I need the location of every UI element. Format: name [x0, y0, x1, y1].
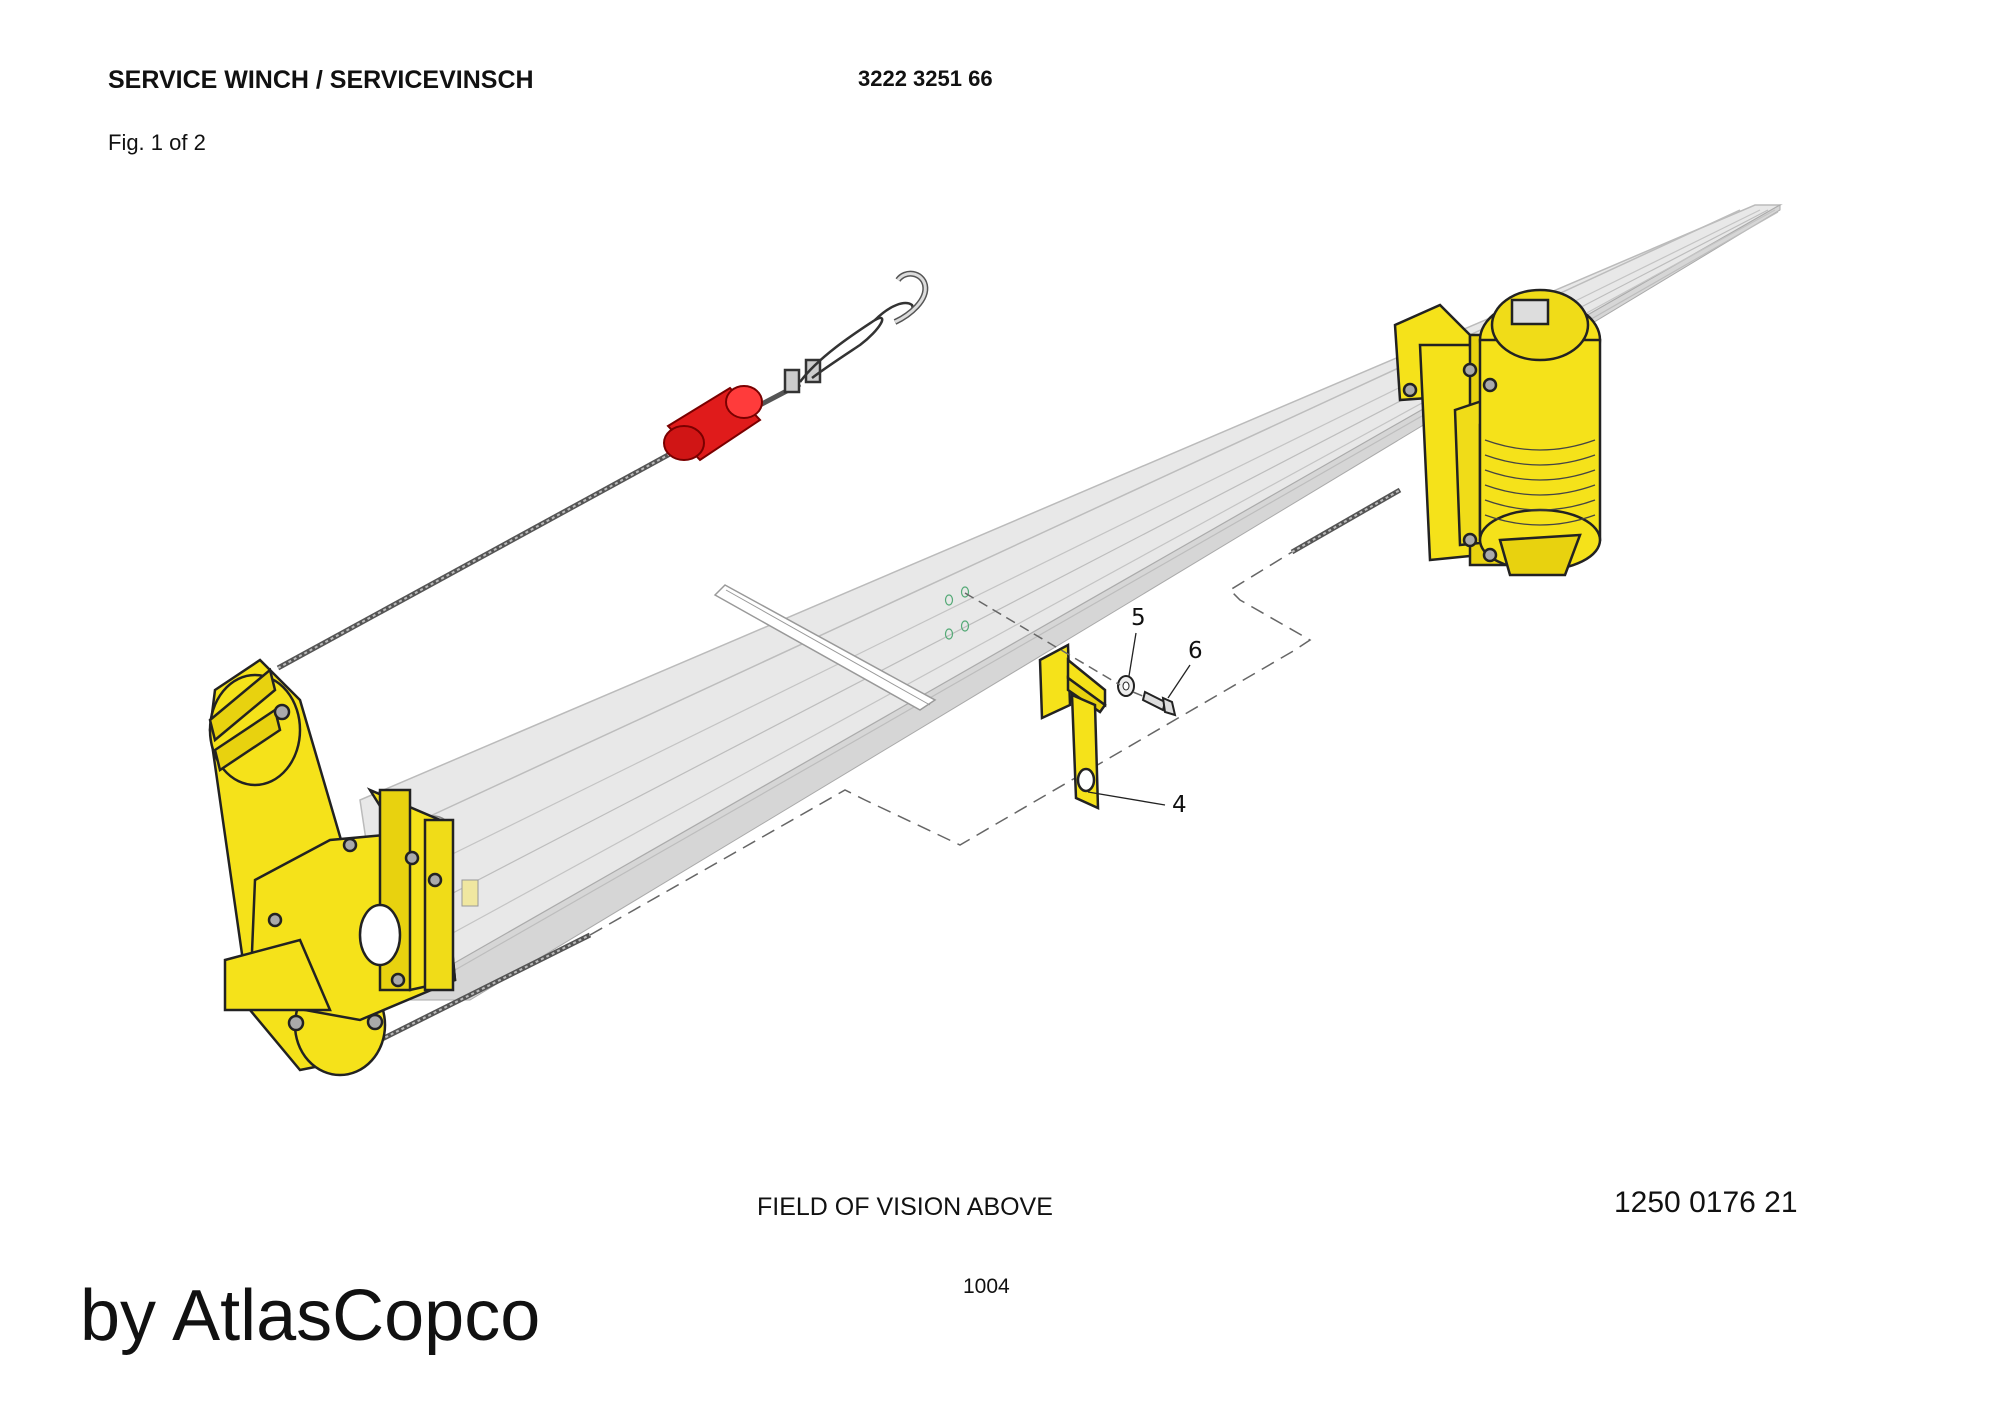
front-sheave-assembly — [208, 658, 457, 1077]
page-title: SERVICE WINCH / SERVICEVINSCH — [108, 66, 534, 94]
bolt-part-6 — [1141, 690, 1177, 717]
brand-watermark: by AtlasCopco — [80, 1276, 541, 1356]
figure-label: Fig. 1 of 2 — [108, 130, 206, 155]
callout-6: 6 — [1188, 638, 1203, 664]
page-number: 1004 — [963, 1275, 1010, 1298]
field-of-vision-note: FIELD OF VISION ABOVE — [757, 1193, 1053, 1221]
rope-hook — [783, 270, 929, 394]
wire-rope-lower — [378, 487, 1402, 1043]
assembly-path — [964, 592, 1146, 698]
bracket-part-4 — [1038, 642, 1107, 810]
drawing-number: 1250 0176 21 — [1614, 1186, 1798, 1219]
rope-buffer — [663, 385, 763, 462]
callout-4: 4 — [1172, 792, 1187, 818]
callout-5: 5 — [1131, 605, 1146, 631]
leader-lines — [1087, 632, 1191, 806]
washer-part-5 — [1117, 675, 1135, 697]
winch-motor-assembly — [1393, 288, 1602, 577]
document-number: 3222 3251 66 — [858, 66, 993, 91]
